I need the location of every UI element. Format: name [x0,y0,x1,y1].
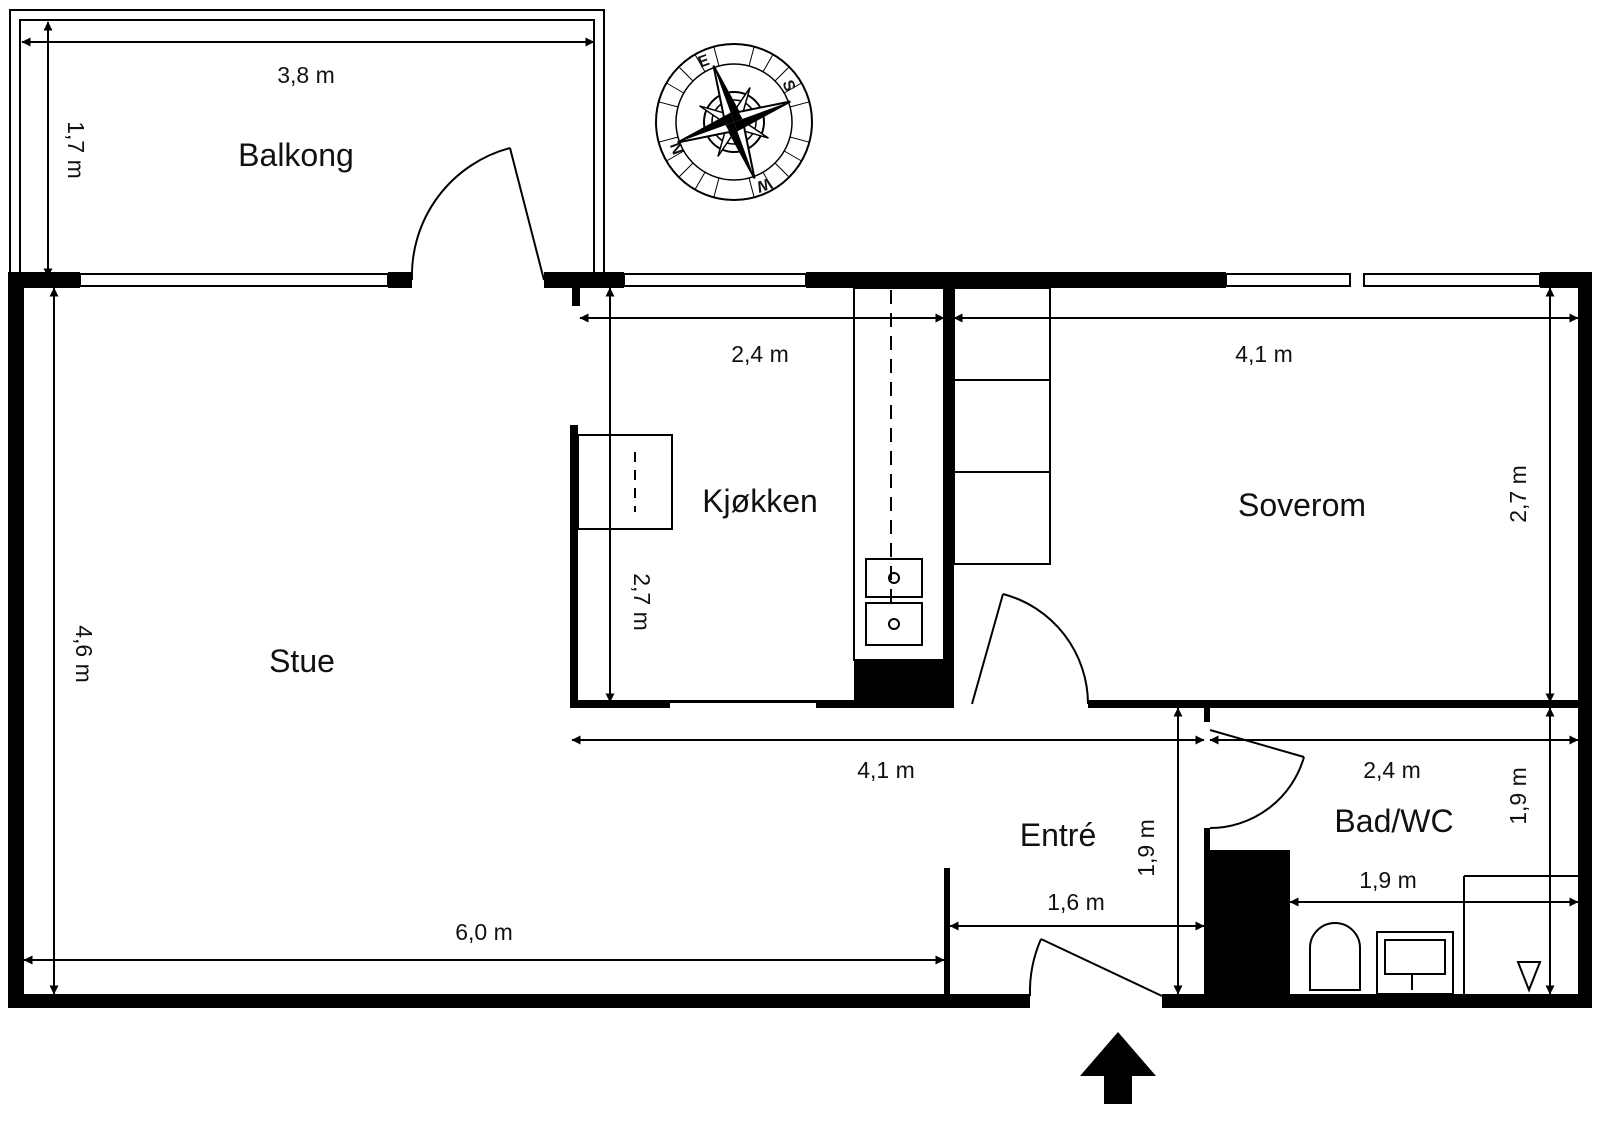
dim-label-bath-width: 2,4 m [1363,757,1421,783]
dim-label-living-height: 4,6 m [71,625,97,683]
room-label-kitchen: Kjøkken [702,483,818,519]
dim-label-kitchen-height: 2,7 m [629,573,655,631]
balcony-door [410,147,545,281]
exterior-walls [8,272,1592,1008]
bedroom-door [971,593,1089,705]
bath-sink [1376,931,1454,995]
balcony [9,9,605,277]
dimension-lines [21,21,1579,995]
dim-label-entry-height: 1,9 m [1133,819,1159,877]
kitchen-table [577,434,673,530]
entrance-door [1028,938,1163,997]
room-label-bedroom: Soverom [1238,487,1366,523]
dim-label-kitchen-width: 2,4 m [731,341,789,367]
dim-label-bath-height: 1,9 m [1505,767,1531,825]
compass-west-label: W [753,174,774,195]
shower [1463,875,1578,996]
refrigerator [854,660,944,706]
dim-label-bedroom-height: 2,7 m [1505,465,1531,523]
dim-label-living-width: 6,0 m [455,919,513,945]
room-label-bath: Bad/WC [1334,803,1453,839]
wardrobe [953,287,1051,565]
room-label-living: Stue [269,643,335,679]
entrance-arrow-icon [1080,1032,1156,1104]
bath-cabinet [1210,850,1290,996]
compass-north-label: N [668,140,688,157]
dim-label-balcony-depth: 1,7 m [63,121,89,179]
toilet [1309,922,1361,991]
windows [79,273,1541,287]
dim-label-entry-width: 1,6 m [1047,889,1105,915]
room-label-balcony: Balkong [238,137,354,173]
dim-label-balcony-width: 3,8 m [277,62,335,88]
bath-door [1209,729,1305,829]
dim-label-bedroom-width: 4,1 m [1235,341,1293,367]
room-label-entry: Entré [1020,817,1096,853]
dim-label-bath-inner-width: 1,9 m [1359,867,1417,893]
dim-label-hall-width: 4,1 m [857,757,915,783]
compass-rose-icon: E S W N [655,43,813,201]
kitchen-counter [853,287,945,661]
